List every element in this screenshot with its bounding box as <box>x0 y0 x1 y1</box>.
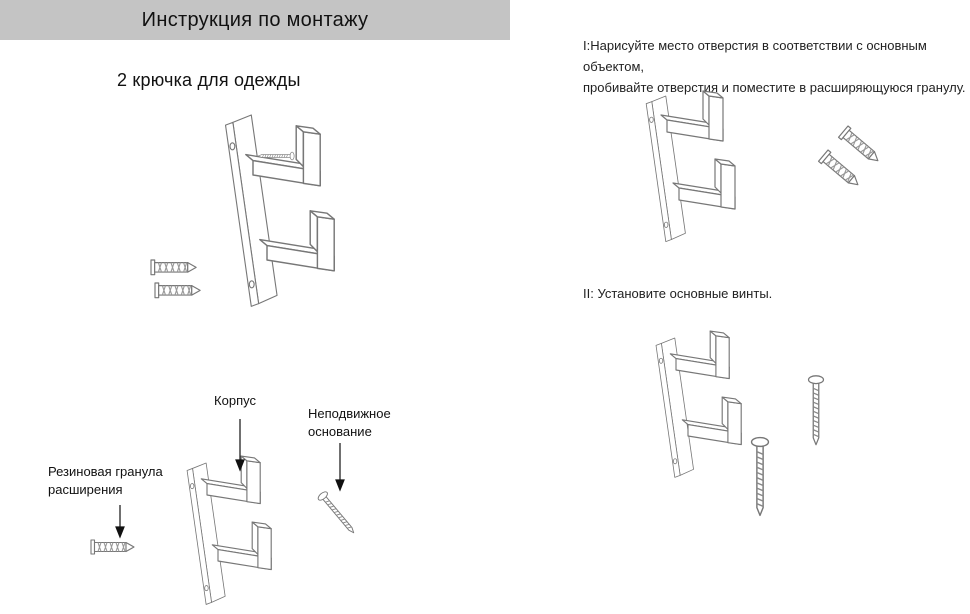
screw-drawing <box>807 375 825 446</box>
expansion-anchor-drawing <box>817 149 864 191</box>
expansion-anchor-drawing <box>150 259 197 276</box>
main-hook-illustration <box>150 114 335 307</box>
step2-text: II: Установите основные винты. <box>583 286 773 301</box>
hook-lower-drawing <box>681 396 742 446</box>
header-bar: Инструкция по монтажу <box>0 0 510 40</box>
screw-drawing <box>750 436 770 517</box>
label-fixed-base-line2: основание <box>308 423 372 439</box>
callout-arrow-body <box>235 419 245 472</box>
step1-text: I:Нарисуйте место отверстия в соответств… <box>583 36 969 98</box>
expansion-anchor-drawing <box>90 539 135 555</box>
step1-illustration <box>645 90 884 243</box>
callout-arrow-rubber-granule <box>115 505 125 539</box>
label-fixed-base-line1: Неподвижное <box>308 406 391 421</box>
label-rubber-granule: Резиновая гранула расширения <box>48 463 163 498</box>
screw-drawing <box>316 489 359 537</box>
callout-arrow-fixed-base <box>335 443 345 492</box>
label-fixed-base: Неподвижное основание <box>308 405 391 440</box>
label-body: Корпус <box>214 393 256 408</box>
label-rubber-granule-line2: расширения <box>48 481 123 497</box>
expansion-anchor-drawing <box>837 125 884 167</box>
page-title: Инструкция по монтажу <box>141 8 369 31</box>
label-rubber-granule-line1: Резиновая гранула <box>48 464 163 479</box>
step1-line1: I:Нарисуйте место отверстия в соответств… <box>583 38 927 74</box>
expansion-anchor-drawing <box>154 282 201 299</box>
hook-lower-drawing <box>211 521 272 571</box>
hook-lower-drawing <box>672 158 736 210</box>
parts-diagram <box>90 419 359 605</box>
step1-line2: пробивайте отверстия и поместите в расши… <box>583 79 966 95</box>
step2-illustration <box>655 330 825 517</box>
mounting-plate-drawing <box>224 114 278 307</box>
product-subtitle: 2 крючка для одежды <box>117 70 301 90</box>
